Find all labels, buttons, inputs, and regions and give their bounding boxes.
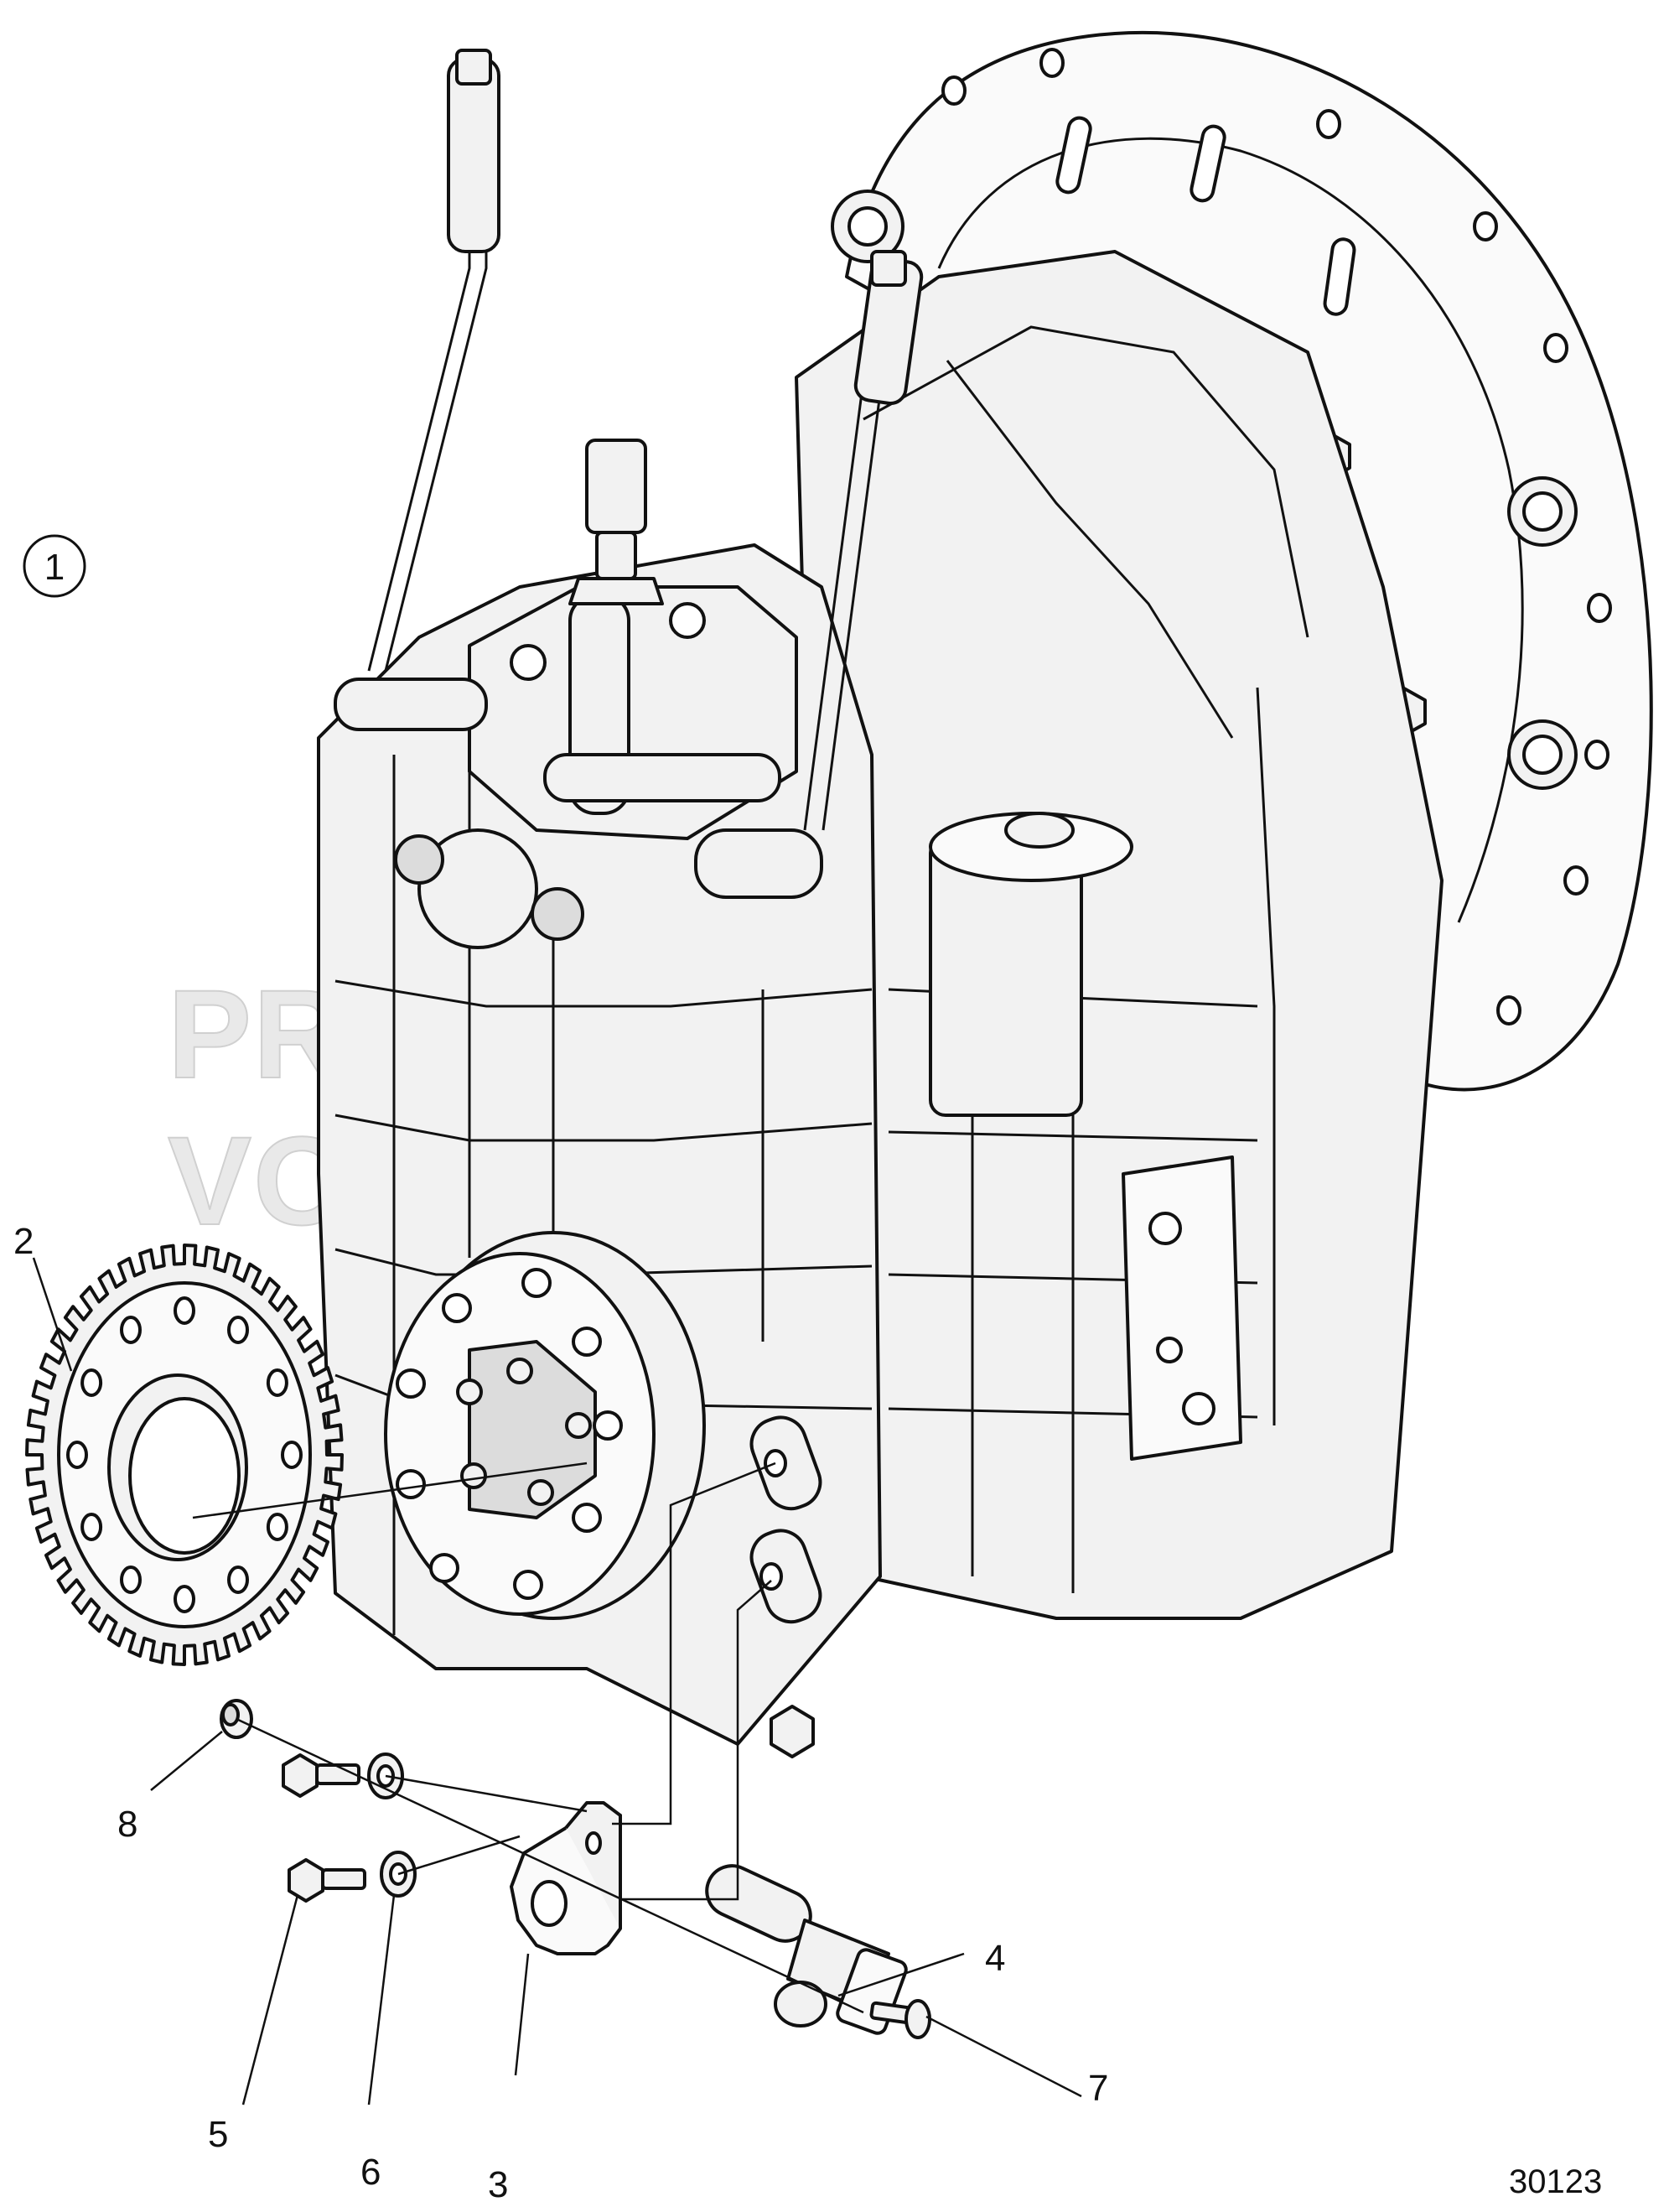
tone-wheel-bolt-hole — [174, 1585, 195, 1613]
callout-4: 4 — [985, 1938, 1005, 1979]
control-valve-block — [334, 49, 1133, 1117]
tone-wheel-bolt-hole — [174, 1296, 195, 1325]
explode-lines — [192, 1462, 864, 2014]
tone-wheel-ring — [25, 1244, 344, 1666]
callout-3: 3 — [488, 2164, 508, 2205]
document-number: 30123 — [1509, 2163, 1602, 2200]
tone-wheel-bolt-hole — [227, 1566, 249, 1594]
output-flange — [384, 1231, 706, 1620]
tone-wheel-bolt-hole — [227, 1316, 249, 1344]
tone-wheel-bolt-hole — [80, 1513, 103, 1541]
sensor-mount-bosses — [749, 1415, 822, 1624]
callout-5: 5 — [208, 2114, 228, 2155]
callout-6: 6 — [360, 2152, 381, 2193]
callout-7: 7 — [1088, 2068, 1108, 2109]
sensor-bracket — [510, 1801, 622, 1955]
tone-wheel-bolt-hole — [266, 1368, 288, 1397]
tone-wheel-bolt-hole — [120, 1316, 142, 1344]
bolt-upper — [282, 1753, 360, 1798]
leader-lines — [32, 1257, 1082, 2106]
tone-wheel-bolt-hole — [281, 1441, 303, 1469]
tone-wheel-bolt-hole — [266, 1513, 288, 1541]
side-mounting-plate — [1122, 1155, 1242, 1461]
callout-1: 1 — [44, 547, 65, 588]
callout-2: 2 — [13, 1221, 34, 1262]
tone-wheel-bolt-hole — [120, 1566, 142, 1594]
callout-8: 8 — [117, 1804, 137, 1845]
bolt-lower — [288, 1858, 366, 1903]
tone-wheel-bolt-hole — [66, 1441, 88, 1469]
assembly-callout: 1 — [23, 534, 86, 598]
tone-wheel-bolt-hole — [80, 1368, 103, 1397]
